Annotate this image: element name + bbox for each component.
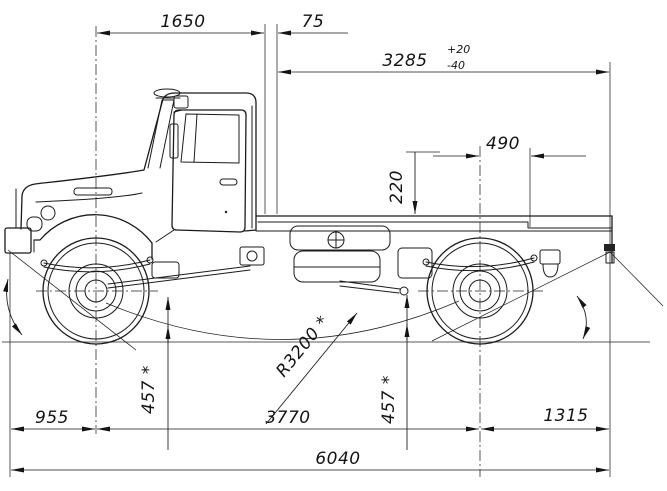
truck-cab: [4, 88, 257, 279]
dim-955-label: 955: [35, 408, 69, 428]
dim-220-label: 220: [387, 170, 407, 204]
fuel-tank: [289, 225, 391, 283]
dim-3770-label: 3770: [265, 408, 310, 428]
dim-3285-tolerance-upper: +20: [447, 43, 470, 56]
rear-suspension: [422, 249, 561, 278]
exhaust-tailpipe: [339, 247, 433, 296]
dim-457-rear-label: 457 *: [379, 375, 399, 424]
dim-75-label: 75: [302, 12, 325, 32]
dim-490-label: 490: [486, 134, 520, 154]
departure-angle: [431, 251, 664, 342]
front-wheel: [42, 237, 150, 345]
dim-457-front-label: 457 *: [139, 365, 159, 414]
clearance-arc: [105, 300, 460, 340]
dim-6040-label: 6040: [315, 449, 360, 469]
dimension-lines: [11, 30, 609, 473]
dimension-labels: 1650 75 3285 +20 -40 490 220 R3200 * 457…: [35, 12, 588, 469]
dim-1650-label: 1650: [160, 12, 205, 32]
dim-3285-tolerance-lower: -40: [447, 59, 465, 72]
dim-3285-label: 3285: [382, 51, 427, 71]
dim-1315-label: 1315: [543, 406, 588, 426]
rear-wheel: [426, 237, 534, 345]
dim-r3200-label: R3200 *: [272, 312, 333, 381]
approach-angle: [3, 249, 137, 351]
chassis-frame: [255, 215, 615, 264]
